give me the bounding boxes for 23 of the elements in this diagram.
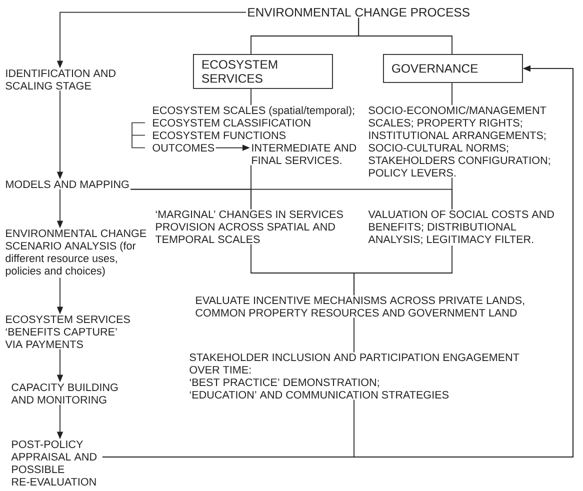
connector-line [130, 188, 452, 210]
stage-text: ECOSYSTEM SERVICES ‘BENEFITS CAPTURE’ VIA PAYMENTS [5, 315, 130, 348]
heading-text: ENVIRONMENTAL CHANGE PROCESS [248, 8, 470, 17]
list-item: ECOSYSTEM FUNCTIONS [153, 131, 286, 140]
list-item: ECOSYSTEM CLASSIFICATION [153, 118, 310, 127]
body-text: SOCIO-ECONOMIC/MANAGEMENT SCALES; PROPERTY RIGHTS; INSTITUTIONAL ARRANGEMENTS; SOCIO-CULTURAL NORMS; STAKEHOLDERS CONFIGURATION; POLICY LEVERS. [368, 106, 550, 177]
connector-line [250, 88, 252, 106]
body-text: EVALUATE INCENTIVE MECHANISMS ACROSS PRIVATE LANDS, COMMON PROPERTY RESOURCES AND GOVERNMENT LAND [196, 296, 524, 317]
body-text: OUTCOMES [152, 144, 214, 152]
body-text: INTERMEDIATE AND FINAL SERVICES. [252, 144, 356, 164]
stage-text: CAPACITY BUILDING AND MONITORING [11, 383, 118, 404]
body-text: VALUATION OF SOCIAL COSTS AND BENEFITS; DISTRIBUTIONAL ANALYSIS; LEGITIMACY FILTER. [368, 210, 554, 244]
body-text: STAKEHOLDER INCLUSION AND PARTICIPATION ENGAGEMENT OVER TIME: ‘BEST PRACTICE’ DEMONSTRATION; ‘EDUCATION’ AND COMMUNICATION STRATEGIES [190, 353, 520, 399]
connector-line [354, 245, 452, 296]
stage-text: IDENTIFICATION AND SCALING STAGE [6, 69, 116, 90]
body-text: ECOSYSTEM SCALES (spatial/temporal); [153, 106, 354, 116]
stage-text: ENVIRONMENTAL CHANGE SCENARIO ANALYSIS (for different resource uses, policies and choices) [6, 229, 146, 277]
connector-line [358, 17, 452, 54]
category-box: GOVERNANCE [383, 54, 523, 83]
stage-text: POST-POLICY APPRAISAL AND POSSIBLE RE-EVALUATION [11, 440, 96, 486]
body-text: ‘MARGINAL’ CHANGES IN SERVICES PROVISION ACROSS SPATIAL AND TEMPORAL SCALES [155, 210, 343, 244]
stage-text: MODELS AND MAPPING [6, 180, 129, 188]
category-box: ECOSYSTEM SERVICES [193, 54, 333, 89]
